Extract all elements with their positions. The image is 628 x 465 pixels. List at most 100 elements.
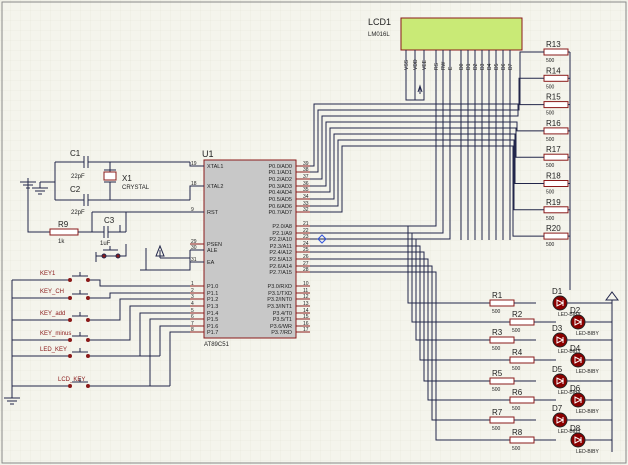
led-ref: D8 xyxy=(570,424,581,433)
resistor-ref: R20 xyxy=(546,224,561,233)
resistor-value: 500 xyxy=(512,406,521,412)
key-contact xyxy=(86,318,90,322)
led-symbol xyxy=(556,299,565,307)
p0-wire xyxy=(310,139,503,207)
led-symbol xyxy=(574,318,583,326)
mcu-pin-name: XTAL1 xyxy=(207,164,223,170)
mcu-pin-number: 7 xyxy=(191,321,194,327)
led-part: LED-BIBY xyxy=(558,312,581,318)
p2-wire xyxy=(310,225,490,304)
key-switch[interactable]: KEY1 xyxy=(12,271,190,287)
mcu-pin-name: P1.0 xyxy=(207,284,218,290)
mcu-pin-name: XTAL2 xyxy=(207,184,223,190)
mcu-pin-name: P0.0/AD0 xyxy=(268,164,292,170)
key-label: KEY_CH xyxy=(40,289,64,295)
led-ref: D3 xyxy=(552,324,563,333)
p0-wire xyxy=(310,145,510,213)
led-body xyxy=(552,412,568,428)
key-switch[interactable]: KEY_CH xyxy=(12,289,190,300)
mcu-pin-name: P0.3/AD3 xyxy=(268,184,292,190)
resistor-ref: R2 xyxy=(512,310,523,319)
pullup-wire xyxy=(468,77,544,111)
lcd-pin-label: RW xyxy=(441,61,447,70)
resistor-body xyxy=(543,74,569,82)
resistor-value: 500 xyxy=(512,446,521,452)
resistor-body xyxy=(543,153,569,161)
key-wire xyxy=(90,279,190,287)
mcu-pin-number: 13 xyxy=(303,301,309,307)
key-contact xyxy=(86,354,90,358)
mcu-pin-name: P0.1/AD1 xyxy=(268,170,292,176)
resistor-value: 500 xyxy=(546,163,555,169)
p2-led-bus xyxy=(310,225,510,441)
key-label: KEY1 xyxy=(40,271,56,277)
mcu-pin-name: P3.5/T1 xyxy=(273,317,292,323)
led-symbol xyxy=(574,356,583,364)
key-ground-symbol xyxy=(4,280,190,405)
mcu-ref: U1 xyxy=(202,149,214,159)
resistor-body xyxy=(489,299,515,307)
led-part: LED-BIBY xyxy=(558,349,581,355)
key-contact xyxy=(86,384,90,388)
mcu-pin-name: P2.7/A15 xyxy=(269,270,292,276)
led-ref: D6 xyxy=(570,384,581,393)
resistor-ref: R7 xyxy=(492,408,503,417)
key-switch[interactable]: KEY_minus xyxy=(12,305,190,342)
mcu-pin-number: 32 xyxy=(303,207,309,213)
led-body xyxy=(570,392,586,408)
mcu-pin-number: 27 xyxy=(303,261,309,267)
cap-c1-ref: C1 xyxy=(70,149,81,158)
mcu-pin-number: 18 xyxy=(191,181,197,187)
led-symbol xyxy=(556,377,565,385)
mcu-pin-number: 19 xyxy=(191,161,197,167)
lcd-body xyxy=(400,17,523,51)
mcu-pin-number: 38 xyxy=(303,167,309,173)
mcu-pin-name: RST xyxy=(207,210,219,216)
mcu-pin-number: 5 xyxy=(191,308,194,314)
lcd-power-wiring xyxy=(405,84,425,101)
crystal-label: CRYSTAL xyxy=(122,185,150,191)
resistor-value: 500 xyxy=(512,366,521,372)
reset-circuit xyxy=(27,196,204,271)
key-contact xyxy=(68,354,72,358)
led-body xyxy=(570,314,586,330)
mcu-part: AT89C51 xyxy=(204,342,230,348)
lcd-pin-label: D4 xyxy=(487,63,493,70)
resistor-body xyxy=(543,48,569,56)
lcd-pin-label: D0 xyxy=(459,63,465,70)
resistor-ref: R8 xyxy=(512,428,523,437)
mcu-pin-name: P3.0/RXD xyxy=(268,284,292,290)
mcu-pin-name: P3.4/T0 xyxy=(273,311,292,317)
p0-wire xyxy=(310,109,468,173)
p2-wire xyxy=(310,251,490,382)
mcu-pin-number: 22 xyxy=(303,228,309,234)
resistor-body xyxy=(543,206,569,214)
led-part: LED-BIBY xyxy=(576,369,599,375)
resistor-body xyxy=(509,436,535,444)
mcu-pin-number: 37 xyxy=(303,174,309,180)
resistor-body xyxy=(509,396,535,404)
mcu-pin-name: P3.6/WR xyxy=(270,324,292,330)
led-body xyxy=(570,352,586,368)
mcu-pin-number: 14 xyxy=(303,308,309,314)
resistor-body xyxy=(543,127,569,135)
mcu-pin-name: P2.2/A10 xyxy=(269,237,292,243)
resistor-value: 500 xyxy=(546,111,555,117)
resistor-value: 500 xyxy=(546,216,555,222)
resistor-body xyxy=(543,232,569,240)
mcu-pin-number: 9 xyxy=(191,207,194,213)
p2-wire xyxy=(310,265,490,421)
resistor-body xyxy=(509,318,535,326)
resistor-ref: R1 xyxy=(492,291,503,300)
mcu-pin-name: P2.0/A8 xyxy=(272,224,292,230)
led-ref: D7 xyxy=(552,404,563,413)
key-wire xyxy=(90,292,190,299)
key-switch[interactable]: KEY_add xyxy=(12,298,190,322)
mcu-pin-name: P1.1 xyxy=(207,291,218,297)
cap-c3-ref: C3 xyxy=(104,216,115,225)
